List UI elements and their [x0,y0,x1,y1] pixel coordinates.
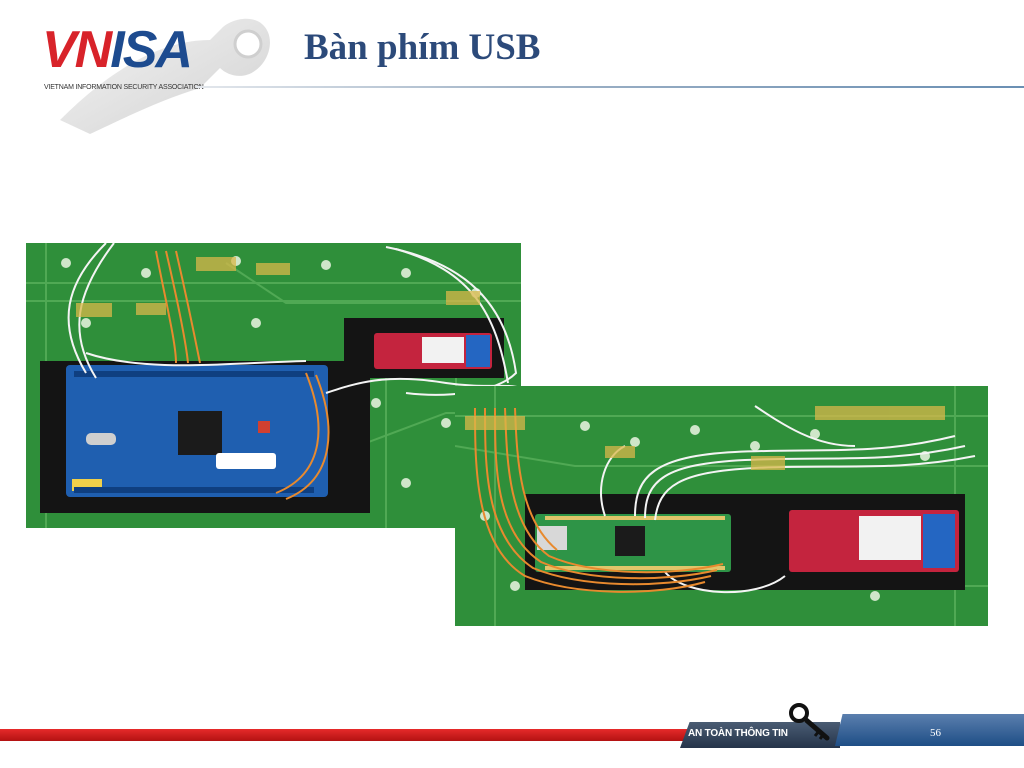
vnisa-logo: VNISA VIETNAM INFORMATION SECURITY ASSOC… [0,0,290,140]
key-swirl-icon [60,18,270,134]
keyboard-pcb-teensy-photo-icon [455,386,988,626]
key-icon [789,703,830,741]
logo-subtitle: VIETNAM INFORMATION SECURITY ASSOCIATION [44,84,204,91]
slide-title: Bàn phím USB [304,27,541,68]
keyboard-pcb-arduino-mega-photo-icon [26,243,521,528]
keyboard-pcb-photo-right [455,386,988,626]
footer-brand-text: AN TOÀN THÔNG TIN [688,728,788,739]
page-number: 56 [930,727,941,739]
logo-wordmark: VNISA [42,20,193,80]
footer-red-bar [0,729,860,741]
logo-wordmark-blue: ISA [110,21,193,79]
keyboard-pcb-photo-left [26,243,521,528]
logo-wordmark-red: VN [42,21,112,79]
footer-blue-block [835,714,1024,746]
title-divider [196,86,1024,88]
